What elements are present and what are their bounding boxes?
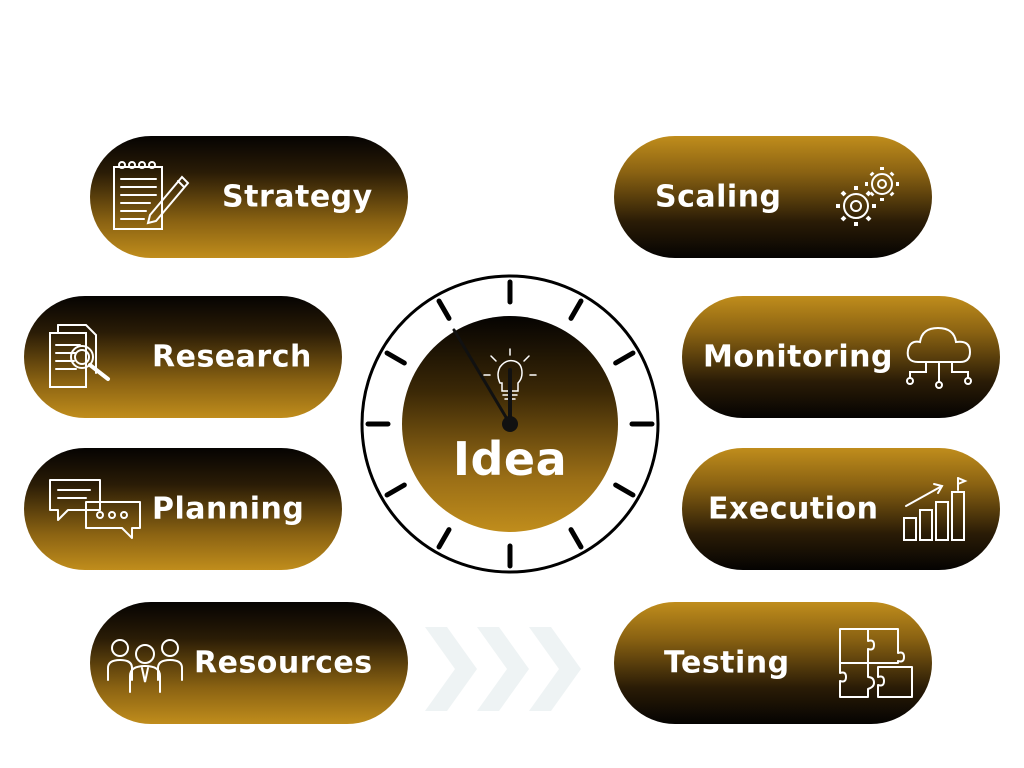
step-label: Scaling: [655, 179, 782, 215]
clock-tick: [613, 350, 636, 366]
step-label: Resources: [194, 645, 373, 681]
step-resources: Resources: [90, 602, 408, 724]
growth-chart-icon: [902, 476, 968, 542]
document-magnifier-icon: [46, 321, 118, 393]
step-label: Planning: [152, 491, 305, 527]
notepad-pencil-icon: [110, 157, 192, 237]
minute-hand: [452, 328, 512, 426]
cloud-network-icon: [904, 324, 974, 390]
clock-tick: [384, 350, 407, 366]
step-monitoring: Monitoring: [682, 296, 1000, 418]
clock-tick: [613, 482, 636, 498]
chat-bubbles-icon: [46, 476, 144, 542]
step-label: Strategy: [222, 179, 373, 215]
step-planning: Planning: [24, 448, 342, 570]
clock-tick: [436, 527, 452, 550]
team-people-icon: [106, 632, 184, 694]
step-scaling: Scaling: [614, 136, 932, 258]
clock-tick: [568, 527, 584, 550]
step-label: Testing: [664, 645, 790, 681]
step-testing: Testing: [614, 602, 932, 724]
clock-tick: [436, 298, 452, 321]
gears-icon: [836, 166, 902, 228]
step-strategy: Strategy: [90, 136, 408, 258]
clock-tick: [568, 298, 584, 321]
step-research: Research: [24, 296, 342, 418]
clock-center-dot: [502, 416, 518, 432]
clock-ticks: [365, 279, 655, 569]
clock-dial: [360, 274, 660, 574]
center-label: Idea: [452, 432, 568, 486]
clock-tick: [384, 482, 407, 498]
step-label: Research: [152, 339, 312, 375]
step-label: Execution: [708, 491, 879, 527]
step-label: Monitoring: [703, 339, 893, 375]
chevron-arrows-icon: [425, 627, 581, 711]
step-execution: Execution: [682, 448, 1000, 570]
puzzle-icon: [838, 627, 914, 699]
